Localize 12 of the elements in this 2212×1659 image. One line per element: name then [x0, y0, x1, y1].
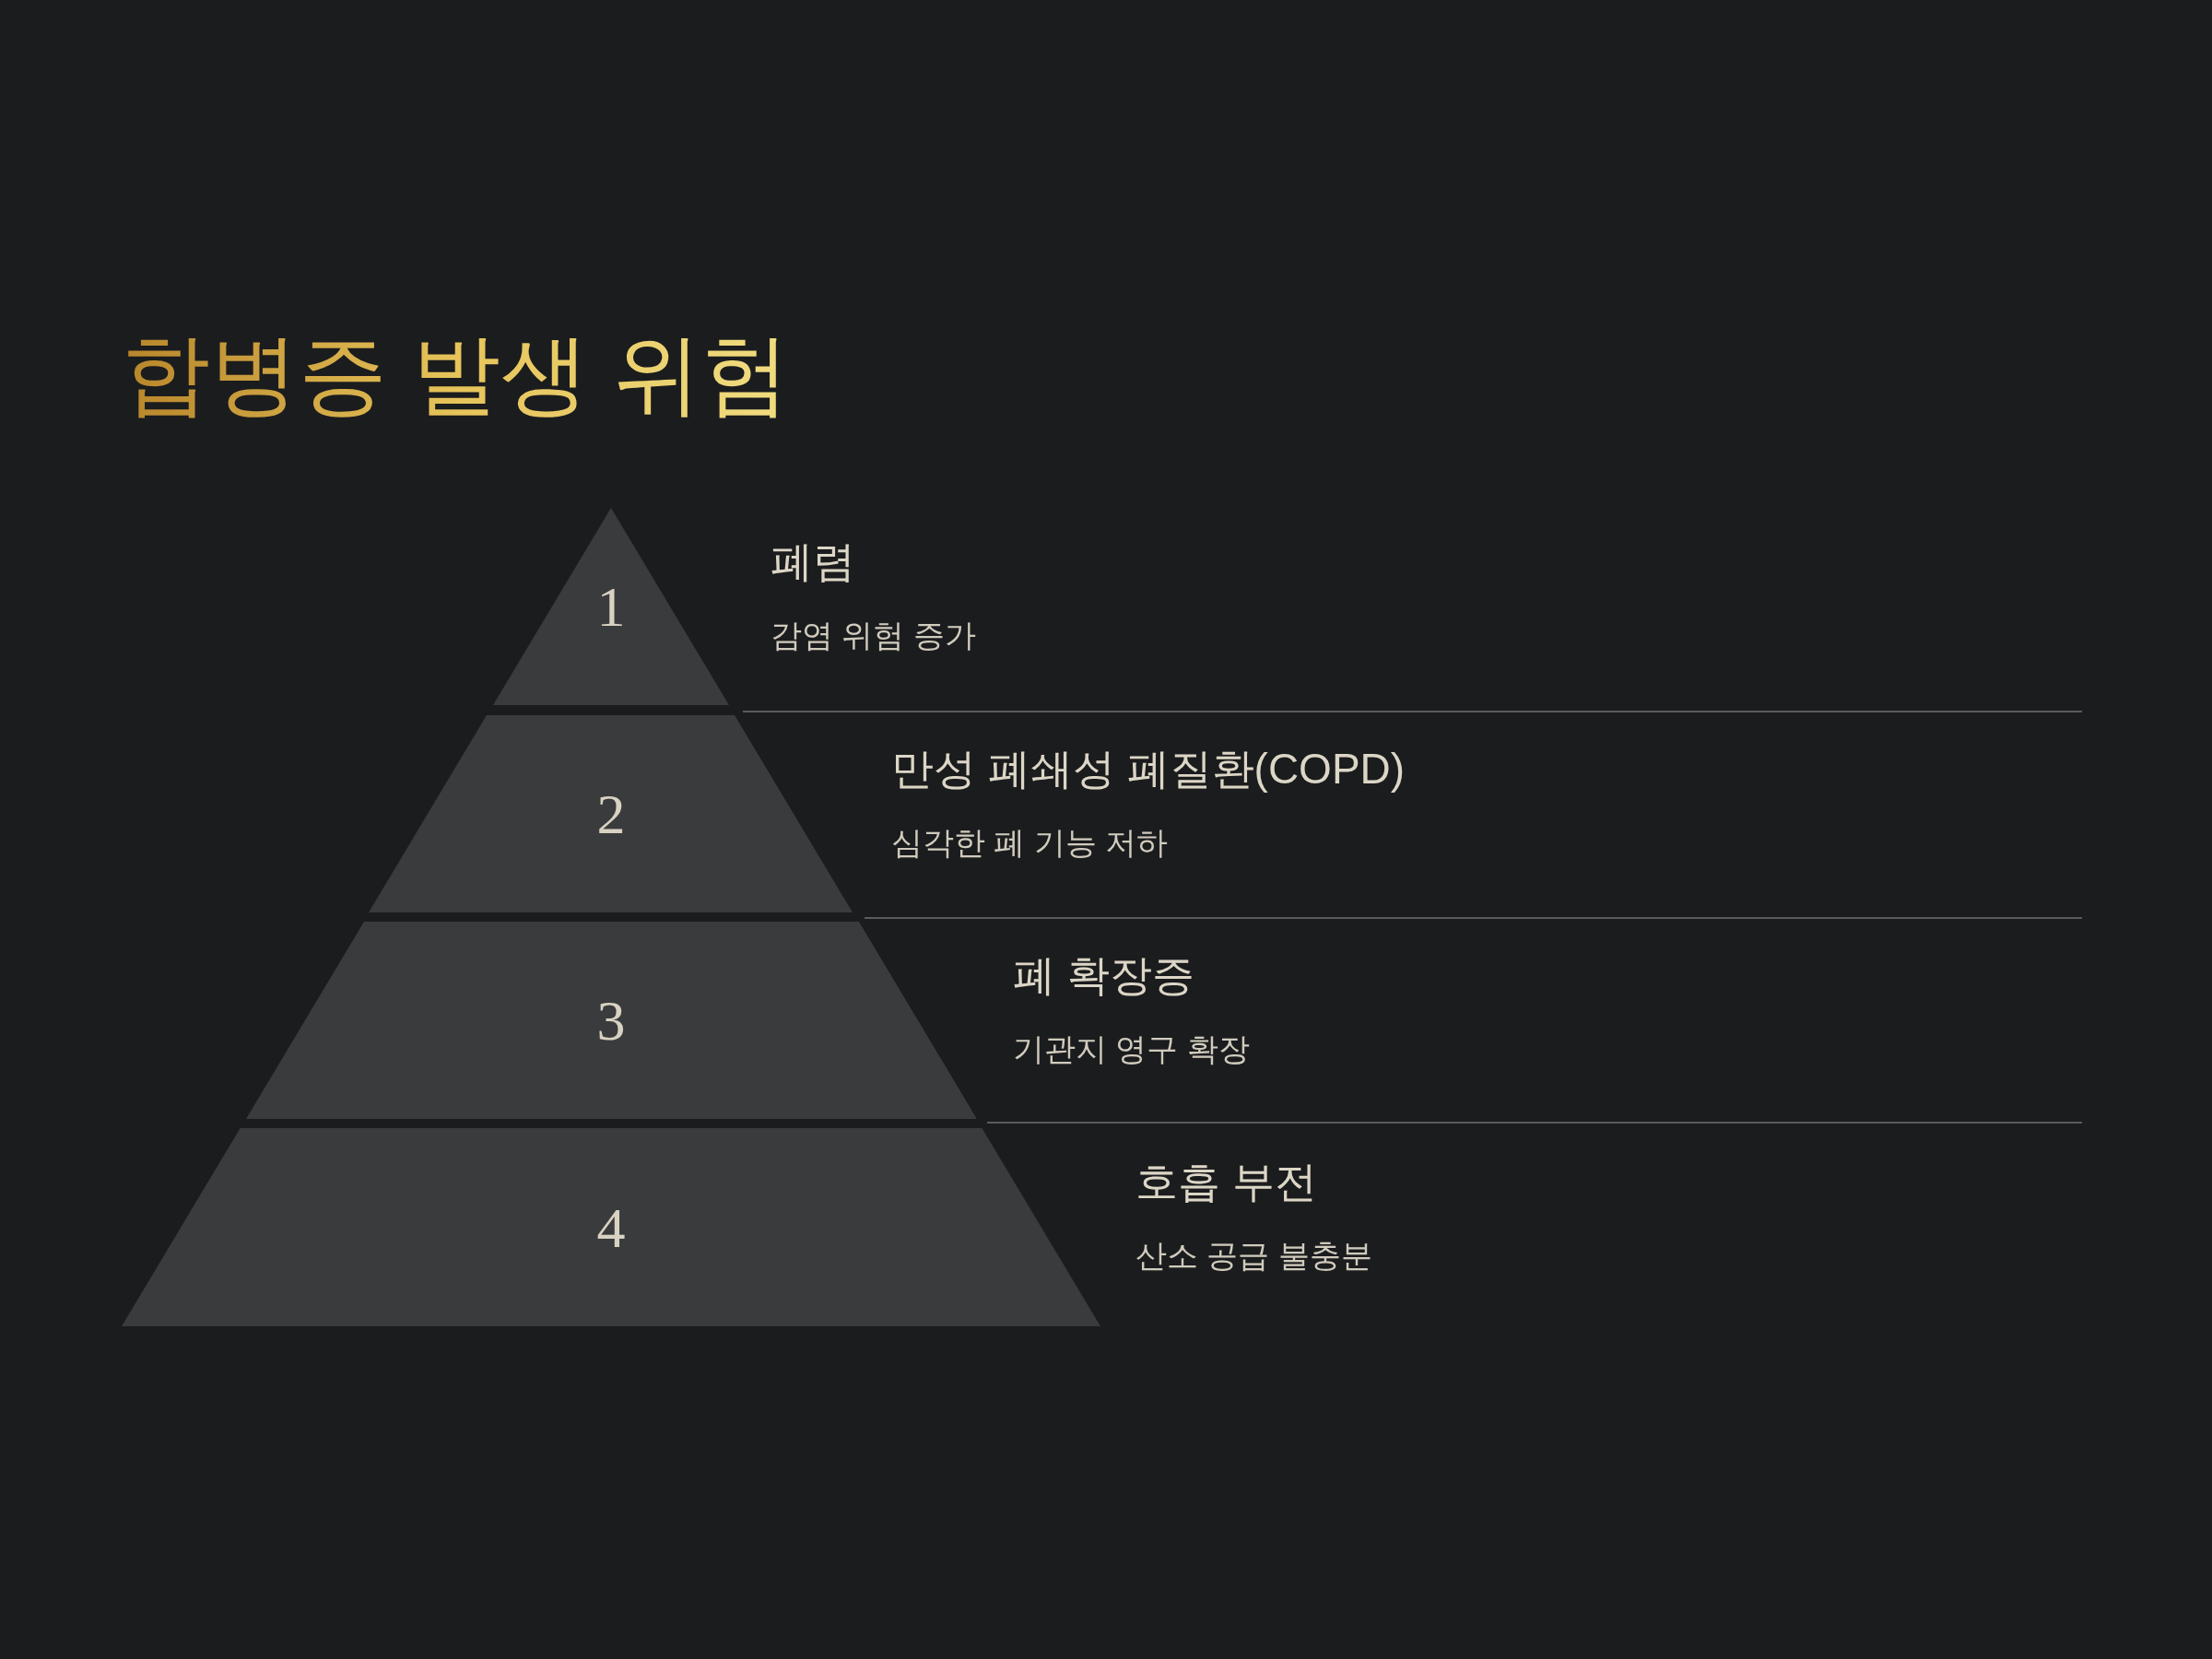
tier-heading: 폐렴	[771, 536, 855, 587]
tier-description: 감염 위험 증가	[771, 617, 976, 654]
tier-heading: 호흡 부전	[1135, 1157, 1317, 1207]
tier-number: 1	[596, 578, 626, 635]
tier-number: 3	[596, 992, 626, 1049]
tier-description: 심각한 폐 기능 저하	[891, 824, 1169, 862]
tier-heading: 만성 폐쇄성 폐질환(COPD)	[891, 744, 1406, 794]
tier-number: 2	[596, 785, 626, 842]
tier-description: 기관지 영구 확장	[1013, 1030, 1250, 1068]
tier-number: 4	[596, 1198, 626, 1256]
tier-description: 산소 공급 불충분	[1135, 1237, 1372, 1275]
tier-heading: 폐 확장증	[1013, 950, 1194, 1001]
